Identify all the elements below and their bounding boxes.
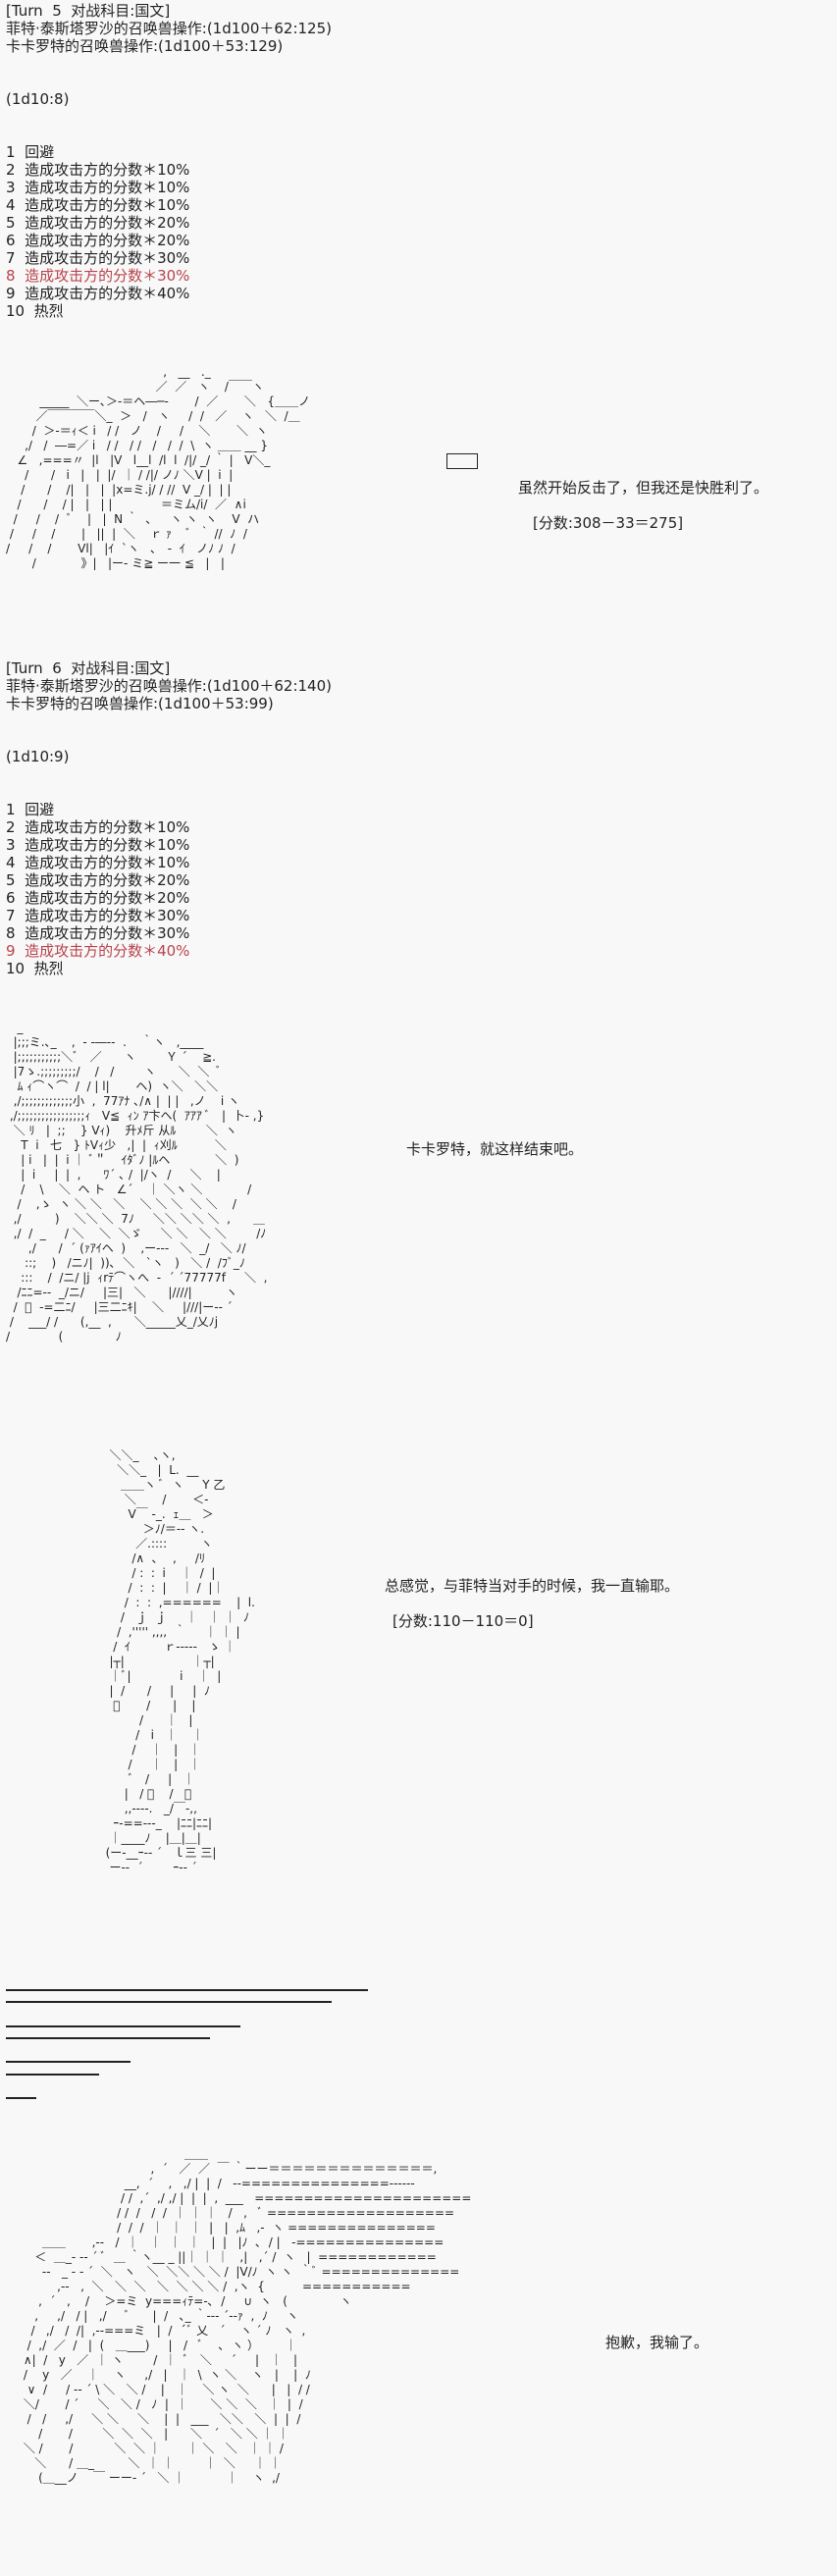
dice-result: (1d10:8) (6, 90, 70, 108)
turn5-score: [分数:308－33＝275] (533, 514, 684, 532)
option-2: 2 造成攻击方的分数＊10% (6, 161, 190, 179)
option-1: 1 回避 (6, 801, 55, 818)
turn6-block: [Turn 6 对战科目:国文] 菲特·泰斯塔罗沙的召唤兽操作:(1d100＋6… (6, 659, 332, 977)
option-9-selected: 9 造成攻击方的分数＊40% (6, 942, 190, 960)
option-4: 4 造成攻击方的分数＊10% (6, 196, 190, 214)
turn-header: [Turn 5 对战科目:国文] (6, 2, 171, 20)
option-8: 8 造成攻击方的分数＊30% (6, 924, 190, 942)
option-10: 10 热烈 (6, 302, 64, 320)
roll-fate: 菲特·泰斯塔罗沙的召唤兽操作:(1d100＋62:140) (6, 677, 332, 695)
option-7: 7 造成攻击方的分数＊30% (6, 907, 190, 924)
scene3-score: [分数:110－110＝0] (392, 1612, 534, 1630)
dice-result: (1d10:9) (6, 748, 70, 765)
option-3: 3 造成攻击方的分数＊10% (6, 179, 190, 196)
floating-square (446, 453, 478, 469)
option-4: 4 造成攻击方的分数＊10% (6, 854, 190, 871)
goku-defeated-ascii-art: ＿＿ , ´ ／ ／ ￣ ｀ーー＝＝＝＝＝＝＝＝＝＝＝＝＝＝, __, ´ , … (23, 2147, 472, 2485)
roll-kakarot: 卡卡罗特的召唤兽操作:(1d100＋53:129) (6, 37, 284, 55)
option-7: 7 造成攻击方的分数＊30% (6, 249, 190, 267)
goku-final-speech: 抱歉，我输了。 (605, 2334, 709, 2351)
option-6: 6 造成攻击方的分数＊20% (6, 889, 190, 907)
option-3: 3 造成攻击方的分数＊10% (6, 836, 190, 854)
option-9: 9 造成攻击方的分数＊40% (6, 285, 190, 302)
option-2: 2 造成攻击方的分数＊10% (6, 818, 190, 836)
turn-header: [Turn 6 对战科目:国文] (6, 659, 171, 677)
option-5: 5 造成攻击方的分数＊20% (6, 871, 190, 889)
option-5: 5 造成攻击方的分数＊20% (6, 214, 190, 232)
option-6: 6 造成攻击方的分数＊20% (6, 232, 190, 249)
fate-speech: 虽然开始反击了，但我还是快胜利了。 (518, 479, 769, 497)
roll-kakarot: 卡卡罗特的召唤兽操作:(1d100＋53:99) (6, 695, 274, 712)
fate-attack-ascii-art: , __ ._ ／ ／ ヽ /￣￣ヽ _____ ＼ー､＞-＝ヘ―─‐ / ／ … (6, 365, 310, 570)
turn5-block: [Turn 5 对战科目:国文] 菲特·泰斯塔罗沙的召唤兽操作:(1d100＋6… (6, 2, 332, 320)
roll-fate: 菲特·泰斯塔罗沙的召唤兽操作:(1d100＋62:125) (6, 20, 332, 37)
fate-speech: 卡卡罗特，就这样结束吧。 (406, 1140, 584, 1158)
option-8-selected: 8 造成攻击方的分数＊30% (6, 267, 190, 285)
option-10: 10 热烈 (6, 960, 64, 977)
fate-strike-ascii-art: _ |;;;ミ.､_ , - ‐―‐- . ｀ヽ ,____ |;;;;;;;;… (6, 1021, 268, 1343)
option-1: 1 回避 (6, 143, 55, 161)
goku-standing-ascii-art: ＼＼_ ､ヽ, ＼＼_ | L. __ ＿＿ヽ ﾞ ヽ Y 乙 ＼ / ＜‐ V… (105, 1448, 255, 1874)
goku-speech: 总感觉，与菲特当对手的时候，我一直输耶。 (385, 1577, 680, 1595)
